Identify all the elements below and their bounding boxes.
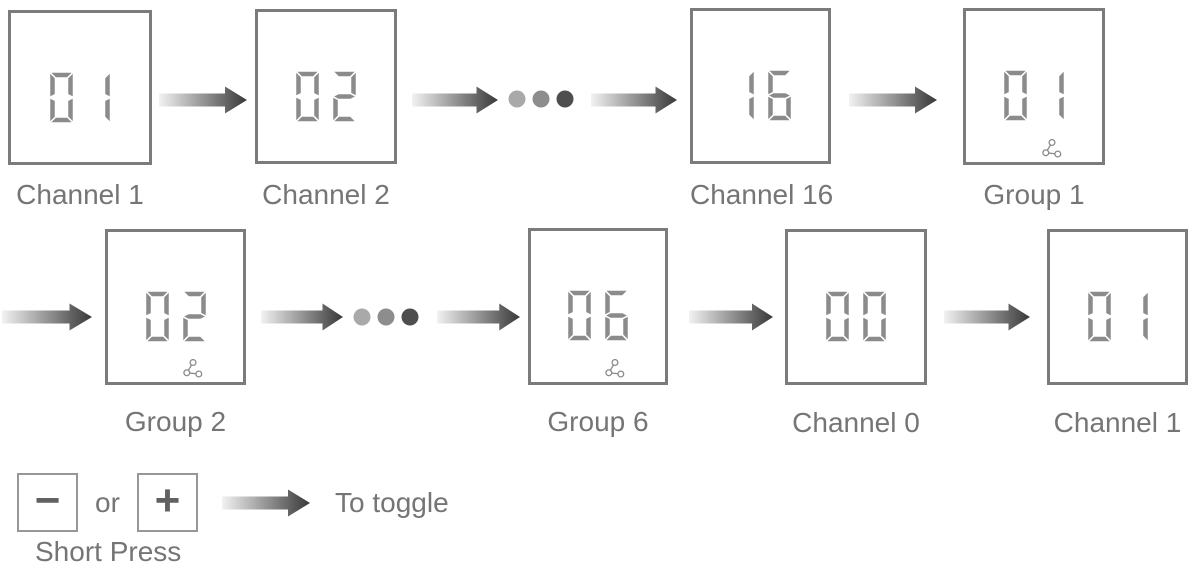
display-channel-1-final xyxy=(1047,229,1188,385)
plus-icon: + xyxy=(154,475,181,525)
label-channel-16: Channel 16 xyxy=(690,179,834,210)
short-press-label: Short Press xyxy=(35,536,182,567)
seven-segment-readout xyxy=(1003,70,1065,121)
label-channel-2: Channel 2 xyxy=(262,179,390,210)
label-channel-0: Channel 0 xyxy=(792,407,920,438)
seven-segment-readout xyxy=(825,291,887,342)
to-toggle-label: To toggle xyxy=(335,487,449,518)
seven-segment-readout xyxy=(730,70,791,121)
label-channel-1-final: Channel 1 xyxy=(1053,407,1182,438)
label-group-6: Group 6 xyxy=(547,406,649,437)
display-group-2 xyxy=(105,229,246,385)
label-group-1: Group 1 xyxy=(983,179,1085,210)
arrow-right-icon xyxy=(591,85,677,115)
arrow-right-icon xyxy=(261,302,343,332)
seven-segment-readout xyxy=(145,291,206,342)
seven-segment-readout xyxy=(49,72,111,123)
display-group-1 xyxy=(963,8,1105,165)
minus-button: − xyxy=(17,473,78,532)
arrow-right-icon xyxy=(849,85,937,115)
display-channel-2 xyxy=(255,9,397,164)
legend-arrow-icon xyxy=(222,488,310,518)
ellipsis-dots-icon xyxy=(350,305,422,334)
arrow-right-icon xyxy=(412,85,498,115)
seven-segment-readout xyxy=(295,71,357,122)
display-channel-1 xyxy=(8,10,152,165)
arrow-right-icon xyxy=(159,85,247,115)
group-icon xyxy=(605,359,625,378)
display-channel-16 xyxy=(690,8,831,164)
group-icon xyxy=(183,359,203,378)
group-icon xyxy=(1041,139,1062,158)
arrow-right-icon xyxy=(689,302,773,332)
seven-segment-readout xyxy=(1087,291,1148,342)
label-group-2: Group 2 xyxy=(124,406,227,437)
seven-segment-readout xyxy=(567,290,629,341)
or-label: or xyxy=(95,487,120,518)
arrow-right-icon xyxy=(944,302,1030,332)
plus-button: + xyxy=(137,473,198,532)
ellipsis-dots-icon xyxy=(505,87,577,116)
display-channel-0 xyxy=(785,229,927,385)
arrow-right-icon xyxy=(2,302,92,332)
display-group-6 xyxy=(528,228,668,385)
arrow-right-icon xyxy=(437,302,520,332)
minus-icon: − xyxy=(34,475,61,525)
label-channel-1: Channel 1 xyxy=(16,179,144,210)
